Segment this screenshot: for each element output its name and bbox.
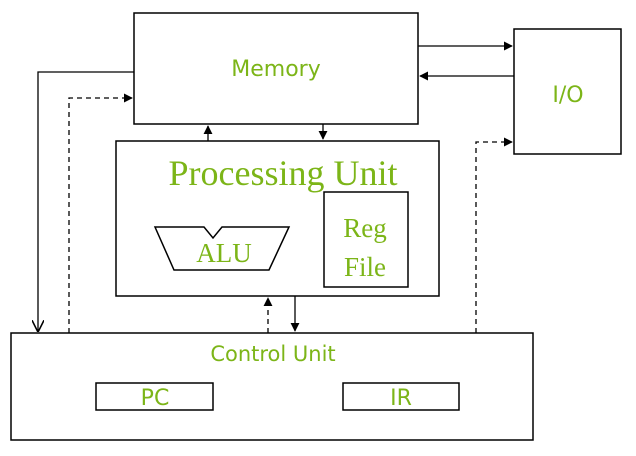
memory-block: Memory xyxy=(133,12,419,125)
alu-block: ALU xyxy=(153,226,291,271)
io-block: I/O xyxy=(513,28,622,155)
alu-label: ALU xyxy=(196,238,252,268)
reg-file-block: Reg File xyxy=(323,191,409,288)
reg-file-box xyxy=(323,191,409,288)
arrow-control-to-memory xyxy=(68,93,133,333)
control-unit-block: Control Unit PC IR xyxy=(10,332,534,441)
control-unit-box xyxy=(10,332,534,441)
processing-unit-label: Processing Unit xyxy=(169,153,398,193)
processing-unit-box xyxy=(115,140,440,297)
ir-label: IR xyxy=(390,386,412,411)
arrow-control-to-io xyxy=(475,137,513,333)
pc-box xyxy=(95,382,214,411)
alu-shape xyxy=(153,226,291,271)
io-label: I/O xyxy=(552,83,583,108)
reg-file-label-line2: File xyxy=(344,252,386,282)
reg-file-label-line1: Reg xyxy=(343,213,387,243)
pc-register: PC xyxy=(95,382,214,411)
pc-label: PC xyxy=(141,386,170,411)
processing-unit-block: Processing Unit ALU Reg File xyxy=(115,140,440,297)
connections xyxy=(38,41,514,333)
memory-box xyxy=(133,12,419,125)
ir-register: IR xyxy=(342,382,460,411)
control-unit-label: Control Unit xyxy=(210,342,335,366)
arrow-memory-to-control xyxy=(38,71,134,331)
memory-label: Memory xyxy=(231,57,320,82)
ir-box xyxy=(342,382,460,411)
io-box xyxy=(513,28,622,155)
